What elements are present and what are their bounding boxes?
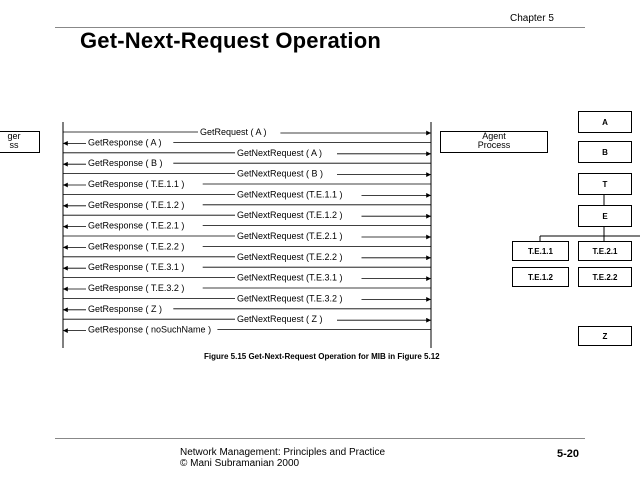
agent-process-label-1: Agent bbox=[482, 131, 506, 141]
mib-node-e: E bbox=[578, 205, 632, 227]
message-label: GetResponse ( T.E.3.2 ) bbox=[88, 283, 184, 293]
message-label: GetResponse ( A ) bbox=[88, 137, 162, 147]
chapter-label: Chapter 5 bbox=[510, 13, 554, 24]
message-label: GetNextRequest (T.E.1.1 ) bbox=[237, 189, 343, 199]
footer-book-title: Network Management: Principles and Pract… bbox=[180, 447, 386, 458]
message-label: GetNextRequest (T.E.3.1 ) bbox=[237, 273, 343, 283]
request-message: GetNextRequest (T.E.3.2 ) bbox=[63, 293, 431, 303]
message-label: GetNextRequest ( Z ) bbox=[237, 314, 323, 324]
message-label: GetResponse ( T.E.2.1 ) bbox=[88, 221, 184, 231]
response-message: GetResponse ( T.E.1.2 ) bbox=[63, 200, 431, 210]
request-message: GetNextRequest ( Z ) bbox=[63, 314, 431, 324]
message-label: GetNextRequest (T.E.2.1 ) bbox=[237, 231, 343, 241]
manager-process-box: ger ss bbox=[0, 131, 40, 153]
mib-node-a: A bbox=[578, 111, 632, 133]
request-message: GetNextRequest (T.E.3.1 ) bbox=[63, 273, 431, 283]
mib-node-te12: T.E.1.2 bbox=[512, 267, 569, 287]
message-label: GetResponse ( T.E.1.1 ) bbox=[88, 179, 184, 189]
header-divider bbox=[55, 27, 585, 28]
mib-node-z-label: Z bbox=[602, 331, 608, 341]
message-label: GetResponse ( noSuchName ) bbox=[88, 325, 211, 335]
message-label: GetNextRequest ( A ) bbox=[237, 148, 322, 158]
message-label: GetRequest ( A ) bbox=[200, 127, 267, 137]
message-label: GetResponse ( T.E.3.1 ) bbox=[88, 262, 184, 272]
mib-node-z: Z bbox=[578, 326, 632, 346]
response-message: GetResponse ( T.E.3.1 ) bbox=[63, 262, 431, 272]
response-message: GetResponse ( T.E.1.1 ) bbox=[63, 179, 431, 189]
response-message: GetResponse ( T.E.2.2 ) bbox=[63, 241, 431, 251]
request-message: GetNextRequest (T.E.2.1 ) bbox=[63, 231, 431, 241]
agent-process-box: Agent Process bbox=[440, 131, 548, 153]
response-message: GetResponse ( T.E.2.1 ) bbox=[63, 221, 431, 231]
page-title: Get-Next-Request Operation bbox=[80, 28, 382, 53]
mib-node-te12-label: T.E.1.2 bbox=[528, 272, 553, 282]
figure-caption: Figure 5.15 Get-Next-Request Operation f… bbox=[204, 352, 440, 361]
response-message: GetResponse ( T.E.3.2 ) bbox=[63, 283, 431, 293]
mib-tree-connectors bbox=[539, 193, 640, 241]
request-message: GetNextRequest (T.E.1.1 ) bbox=[63, 189, 431, 199]
page-number: 5-20 bbox=[557, 448, 580, 460]
message-label: GetNextRequest (T.E.3.2 ) bbox=[237, 293, 343, 303]
request-message: GetNextRequest (T.E.1.2 ) bbox=[63, 210, 431, 220]
mib-node-t-label: T bbox=[602, 179, 608, 189]
response-message: GetResponse ( Z ) bbox=[63, 304, 431, 314]
footer-divider bbox=[55, 438, 585, 439]
footer-copyright: © Mani Subramanian 2000 bbox=[180, 458, 300, 469]
mib-node-t: T bbox=[578, 173, 632, 195]
mib-node-te11-label: T.E.1.1 bbox=[528, 246, 553, 256]
message-layer: GetRequest ( A ) GetResponse ( A ) GetNext… bbox=[63, 127, 431, 335]
request-message: GetNextRequest ( B ) bbox=[63, 169, 431, 179]
mib-node-a-label: A bbox=[602, 117, 608, 127]
mib-node-te22: T.E.2.2 bbox=[578, 267, 632, 287]
message-label: GetResponse ( T.E.2.2 ) bbox=[88, 241, 184, 251]
mib-node-te21: T.E.2.1 bbox=[578, 241, 632, 261]
manager-process-label-2: ss bbox=[9, 140, 19, 150]
request-message: GetNextRequest (T.E.2.2 ) bbox=[63, 252, 431, 262]
message-label: GetResponse ( Z ) bbox=[88, 304, 162, 314]
response-message: GetResponse ( noSuchName ) bbox=[63, 325, 431, 335]
response-message: GetResponse ( A ) bbox=[63, 137, 431, 147]
manager-process-label-1: ger bbox=[7, 131, 21, 141]
message-label: GetResponse ( T.E.1.2 ) bbox=[88, 200, 184, 210]
message-label: GetResponse ( B ) bbox=[88, 158, 163, 168]
response-message: GetResponse ( B ) bbox=[63, 158, 431, 168]
request-message: GetRequest ( A ) bbox=[63, 127, 431, 137]
request-message: GetNextRequest ( A ) bbox=[63, 148, 431, 158]
mib-node-te22-label: T.E.2.2 bbox=[592, 272, 618, 282]
mib-node-b-label: B bbox=[602, 147, 608, 157]
message-label: GetNextRequest (T.E.1.2 ) bbox=[237, 210, 343, 220]
message-label: GetNextRequest ( B ) bbox=[237, 169, 323, 179]
mib-node-te21-label: T.E.2.1 bbox=[592, 246, 618, 256]
agent-process-label-2: Process bbox=[477, 140, 511, 150]
mib-node-te11: T.E.1.1 bbox=[512, 241, 569, 261]
mib-node-b: B bbox=[578, 141, 632, 163]
mib-node-e-label: E bbox=[602, 211, 608, 221]
message-label: GetNextRequest (T.E.2.2 ) bbox=[237, 252, 343, 262]
